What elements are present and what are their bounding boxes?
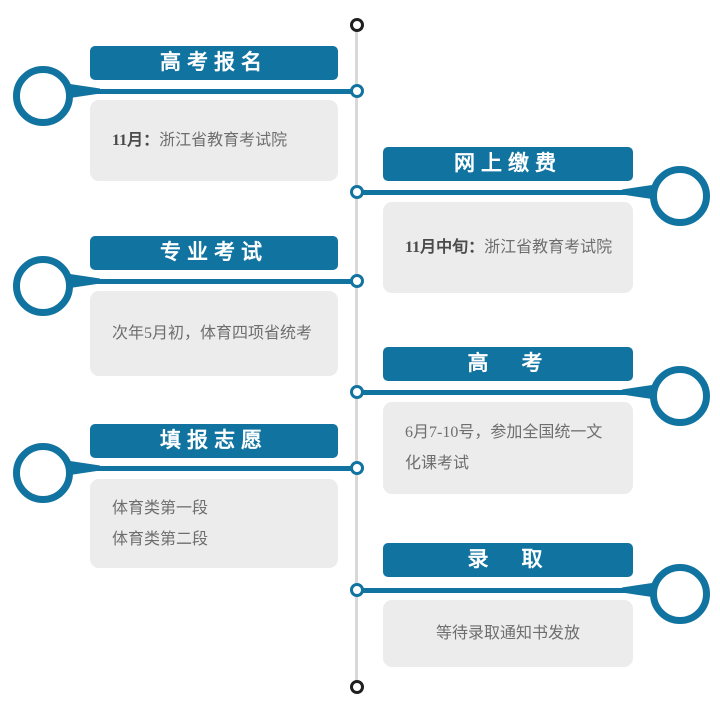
connector-line: [357, 588, 630, 593]
connector-line: [357, 390, 630, 395]
connector-line: [357, 190, 630, 195]
step-detail-text: 11月中旬：浙江省教育考试院: [405, 239, 613, 256]
timeline-end-dot: [350, 680, 364, 694]
axis-node-dot: [350, 583, 364, 597]
timeline-axis: [355, 25, 358, 687]
step-title-major-exam: 专业考试: [90, 236, 338, 270]
step-detail-text: 等待录取通知书发放: [435, 625, 580, 642]
step-detail-box: 11月中旬：浙江省教育考试院: [383, 202, 633, 293]
step-detail-box: 6月7-10号，参加全国统一文化课考试: [383, 402, 633, 494]
step-detail-box: 11月：浙江省教育考试院: [90, 100, 338, 181]
step-title-online-payment: 网上缴费: [383, 147, 633, 181]
step-title-fill-preferences: 填报志愿: [90, 424, 338, 458]
step-detail-text: 体育类第一段: [112, 499, 209, 517]
step-node-circle: [13, 256, 73, 316]
step-node-circle: [650, 366, 710, 426]
step-node-circle: [650, 564, 710, 624]
connector-wedge: [622, 583, 652, 597]
connector-line: [72, 279, 357, 284]
connector-line: [72, 466, 357, 471]
axis-node-dot: [350, 461, 364, 475]
step-node-circle: [650, 166, 710, 226]
step-node-circle: [13, 443, 73, 503]
connector-wedge: [622, 385, 652, 399]
connector-line: [72, 89, 357, 94]
step-detail-box: 体育类第一段 体育类第二段: [90, 479, 338, 568]
connector-wedge: [70, 461, 100, 475]
step-detail-box: 次年5月初，体育四项省统考: [90, 291, 338, 376]
step-title-admission: 录 取: [383, 543, 633, 577]
step-detail-text: 次年5月初，体育四项省统考: [112, 325, 313, 342]
step-node-circle: [13, 66, 73, 126]
axis-node-dot: [350, 185, 364, 199]
step-detail-text-line2: 体育类第二段: [112, 530, 209, 548]
step-title-college-exam: 高 考: [383, 347, 633, 381]
axis-node-dot: [350, 385, 364, 399]
step-detail-box: 等待录取通知书发放: [383, 600, 633, 667]
step-title-registration: 高考报名: [90, 46, 338, 80]
connector-wedge: [622, 185, 652, 199]
connector-wedge: [70, 274, 100, 288]
step-detail-text: 6月7-10号，参加全国统一文化课考试: [405, 424, 603, 472]
timeline-start-dot: [350, 18, 364, 32]
axis-node-dot: [350, 274, 364, 288]
connector-wedge: [70, 84, 100, 98]
step-detail-text: 11月：浙江省教育考试院: [112, 132, 288, 149]
axis-node-dot: [350, 84, 364, 98]
